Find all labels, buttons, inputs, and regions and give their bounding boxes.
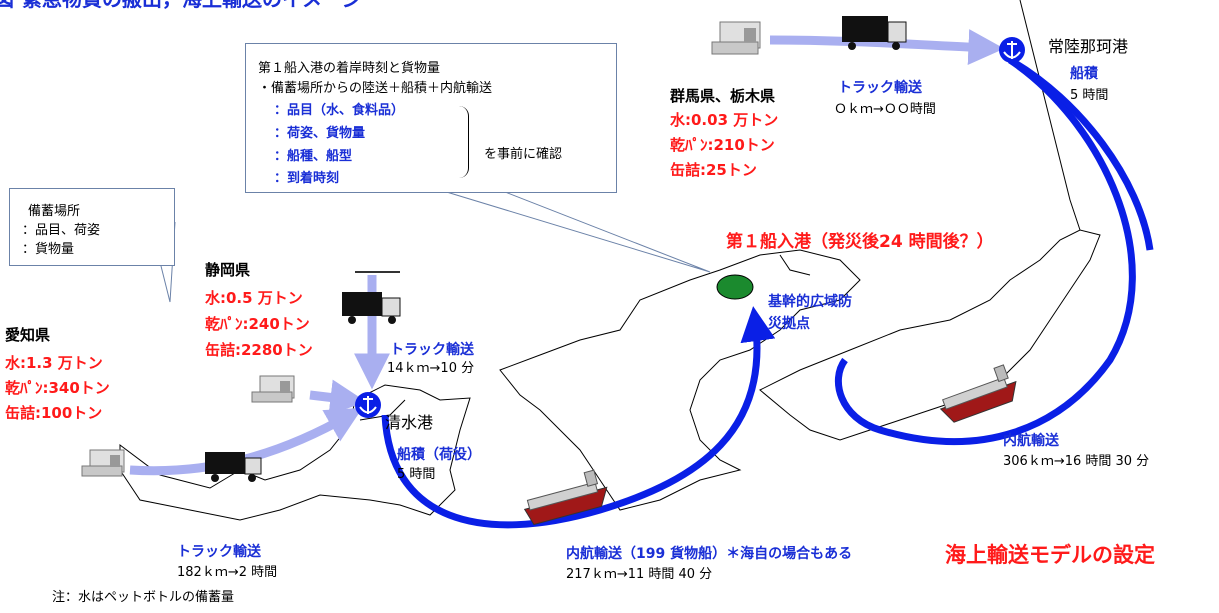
warehouse-icon bbox=[81, 449, 125, 477]
route-shimizu-to-base bbox=[381, 306, 776, 529]
model-label: 海上輸送モデルの設定 bbox=[945, 543, 1155, 567]
aichi-truck-dist: 182ｋｍ→2 時間 bbox=[177, 565, 278, 580]
gunma-water: 水:0.03 万トン bbox=[670, 111, 779, 129]
coastal2-dist: 306ｋｍ→16 時間 30 分 bbox=[1003, 454, 1150, 469]
base-marker bbox=[716, 274, 754, 300]
title-prefix: 図 bbox=[0, 0, 14, 11]
hitachinaka-port-name: 常陸那珂港 bbox=[1048, 37, 1129, 56]
confirm-line1: 第１船入港の着岸時刻と貨物量 bbox=[258, 61, 441, 76]
cargo-ship-icon bbox=[939, 364, 1017, 423]
warehouse-icon bbox=[251, 375, 295, 403]
gunma-name: 群馬県、栃木県 bbox=[670, 87, 776, 105]
aichi-bread: 乾ﾊﾟﾝ:340トン bbox=[5, 379, 110, 397]
truck-icon bbox=[342, 292, 401, 324]
coastal2-label: 内航輸送 bbox=[1003, 433, 1059, 449]
shimizu-truck-label: トラック輸送 bbox=[390, 342, 474, 358]
coastal1-dist: 217ｋｍ→11 時間 40 分 bbox=[566, 567, 713, 582]
gunma-can: 缶詰:25トン bbox=[670, 161, 757, 179]
route-hitachinaka-to-base bbox=[834, 57, 1136, 445]
cargo-ship-icon bbox=[523, 469, 608, 526]
base-label-1: 基幹的広域防 bbox=[768, 294, 852, 310]
truck-route-shizuoka-depot bbox=[309, 379, 367, 416]
truck-icon bbox=[205, 452, 262, 482]
storage-line2: ：品目、荷姿 bbox=[22, 223, 101, 238]
confirm-item: ：品目（水、食料品） bbox=[274, 103, 405, 118]
shimizu-loading-label: 船積（荷役） bbox=[397, 447, 481, 463]
storage-line1: 備蓄場所 bbox=[28, 204, 81, 219]
shimizu-loading-time: 5 時間 bbox=[397, 467, 436, 482]
shizuoka-water: 水:0.5 万トン bbox=[205, 289, 303, 307]
shizuoka-bread: 乾ﾊﾟﾝ:240トン bbox=[205, 315, 310, 333]
base-label-2: 災拠点 bbox=[768, 316, 810, 332]
confirm-line2: ・備蓄場所からの陸送＋船積＋内航輸送 bbox=[258, 81, 493, 96]
storage-callout: 備蓄場所 ：品目、荷姿 ：貨物量 bbox=[9, 188, 175, 266]
first-port-label: 第１船入港（発災後24 時間後？） bbox=[726, 232, 994, 252]
shizuoka-name: 静岡県 bbox=[205, 261, 251, 279]
confirm-item: ：荷姿、貨物量 bbox=[274, 126, 366, 141]
shimizu-truck-dist: 14ｋｍ→10 分 bbox=[387, 361, 475, 376]
hitachinaka-truck-dist: Ｏｋｍ→ＯＯ時間 bbox=[834, 102, 936, 117]
warehouse-icon bbox=[711, 21, 761, 55]
confirm-callout-box: 第１船入港の着岸時刻と貨物量 ・備蓄場所からの陸送＋船積＋内航輸送 ：品目（水、… bbox=[245, 43, 617, 193]
shizuoka-can: 缶詰:2280トン bbox=[205, 341, 313, 359]
hitachinaka-loading-time: 5 時間 bbox=[1070, 88, 1109, 103]
brace bbox=[458, 106, 469, 178]
hitachinaka-loading-label: 船積 bbox=[1070, 66, 1098, 82]
truck-route-gunma bbox=[769, 29, 1005, 66]
truck-icon bbox=[842, 16, 907, 50]
coastal1-label: 内航輸送（199 貨物船）＊海自の場合もある bbox=[566, 546, 853, 562]
confirm-suffix: を事前に確認 bbox=[484, 147, 563, 162]
anchor-icon bbox=[999, 37, 1025, 63]
gunma-bread: 乾ﾊﾟﾝ:210トン bbox=[670, 136, 775, 154]
aichi-can: 缶詰:100トン bbox=[5, 404, 103, 422]
confirm-item: ：到着時刻 bbox=[274, 171, 340, 186]
aichi-name: 愛知県 bbox=[5, 326, 51, 344]
aichi-truck-label: トラック輸送 bbox=[177, 544, 261, 560]
aichi-water: 水:1.3 万トン bbox=[5, 354, 103, 372]
shimizu-port-name: 清水港 bbox=[385, 413, 434, 432]
note: 注：水はペットボトルの備蓄量 bbox=[52, 590, 235, 605]
anchor-icon bbox=[355, 392, 381, 418]
hitachinaka-truck-label: トラック輸送 bbox=[838, 80, 922, 96]
confirm-item: ：船種、船型 bbox=[274, 149, 353, 164]
storage-line3: ：貨物量 bbox=[22, 242, 75, 257]
title: 緊急物資の搬出，海上輸送のイメージ bbox=[22, 0, 362, 11]
